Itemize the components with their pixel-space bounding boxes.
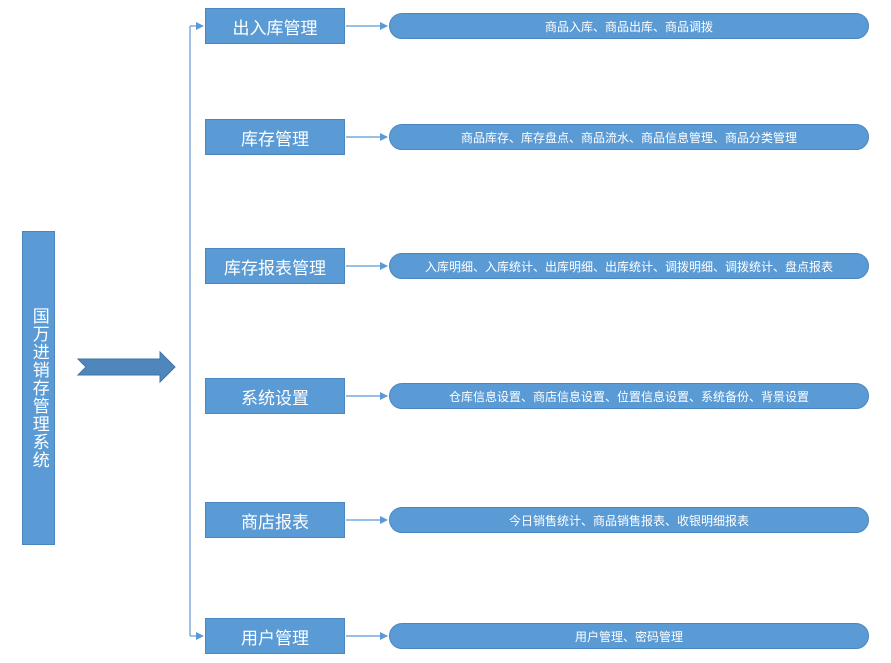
feature-list-inventory-report: 入库明细、入库统计、出库明细、出库统计、调拨明细、调拨统计、盘点报表 — [389, 253, 869, 279]
main-arrow — [76, 350, 176, 384]
module-box-inventory-report: 库存报表管理 — [205, 248, 345, 284]
module-box-system-settings: 系统设置 — [205, 378, 345, 414]
module-box-inventory: 库存管理 — [205, 119, 345, 155]
module-box-user-management: 用户管理 — [205, 618, 345, 654]
feature-list-store-report: 今日销售统计、商品销售报表、收银明细报表 — [389, 507, 869, 533]
module-box-inout: 出入库管理 — [205, 8, 345, 44]
feature-list-system-settings: 仓库信息设置、商店信息设置、位置信息设置、系统备份、背景设置 — [389, 383, 869, 409]
root-system-title: 国万进销存管理系统 — [22, 231, 55, 545]
feature-list-user-management: 用户管理、密码管理 — [389, 623, 869, 649]
feature-list-inout: 商品入库、商品出库、商品调拨 — [389, 13, 869, 39]
feature-list-inventory: 商品库存、库存盘点、商品流水、商品信息管理、商品分类管理 — [389, 124, 869, 150]
module-box-store-report: 商店报表 — [205, 502, 345, 538]
